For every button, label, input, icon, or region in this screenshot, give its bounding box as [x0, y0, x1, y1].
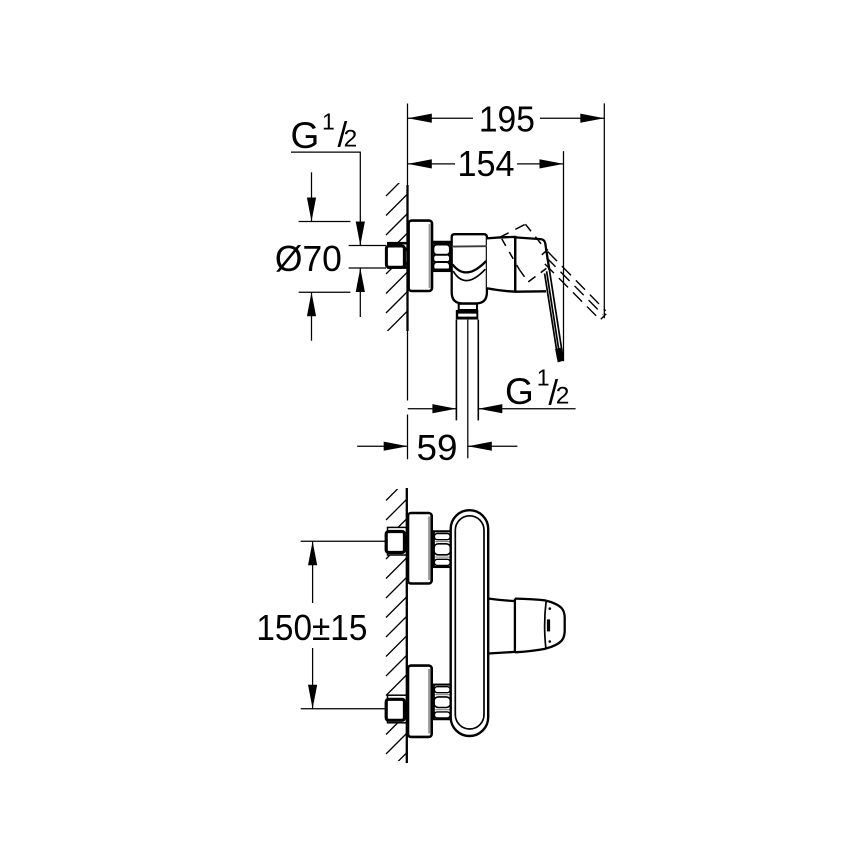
svg-text:/: /	[548, 374, 558, 413]
svg-text:195: 195	[479, 98, 535, 139]
svg-text:1: 1	[322, 109, 335, 135]
svg-text:G: G	[291, 115, 320, 156]
svg-text:2: 2	[344, 126, 358, 153]
svg-text:Ø70: Ø70	[275, 238, 342, 279]
svg-text:1: 1	[537, 365, 550, 391]
svg-text:150±15: 150±15	[256, 607, 367, 648]
svg-text:G: G	[505, 371, 534, 412]
svg-text:59: 59	[417, 427, 458, 468]
svg-text:2: 2	[556, 382, 570, 409]
svg-text:/: /	[338, 116, 348, 155]
svg-text:154: 154	[458, 143, 515, 184]
